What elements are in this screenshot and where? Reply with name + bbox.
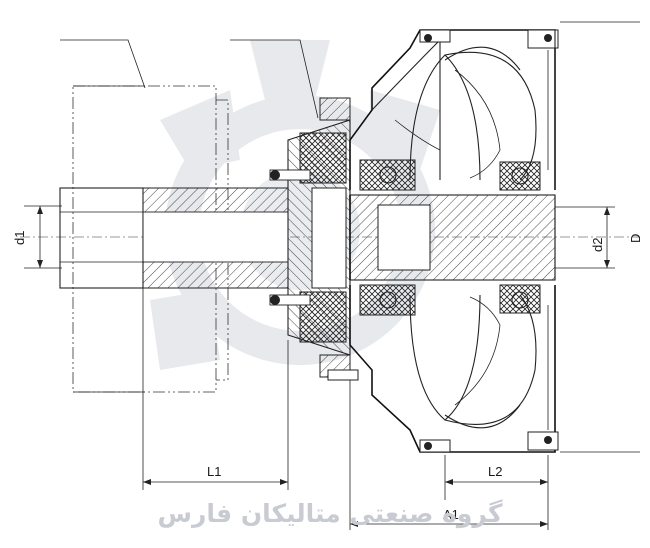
leader-lines	[60, 21, 640, 453]
label-L1: L1	[207, 464, 221, 479]
coupling-shaft	[349, 194, 556, 281]
dimension-L2	[445, 479, 548, 485]
label-d1: d1	[12, 231, 27, 245]
label-d2: d2	[590, 238, 605, 252]
dimension-d2-D	[555, 206, 615, 269]
label-L2: L2	[488, 464, 502, 479]
extension-lines	[142, 288, 549, 530]
dimension-L1	[143, 479, 288, 485]
motor-shaft	[59, 187, 289, 289]
watermark-text: گروه صنعتی متالیکان فارس	[157, 499, 503, 529]
dimension-A1	[350, 521, 548, 527]
coupling-housing-lower	[327, 284, 559, 453]
input-flange	[269, 97, 351, 378]
dimension-d1	[24, 205, 62, 269]
label-D: D	[628, 234, 643, 243]
label-A1: A1	[443, 507, 459, 522]
coupling-housing-upper	[349, 29, 559, 191]
